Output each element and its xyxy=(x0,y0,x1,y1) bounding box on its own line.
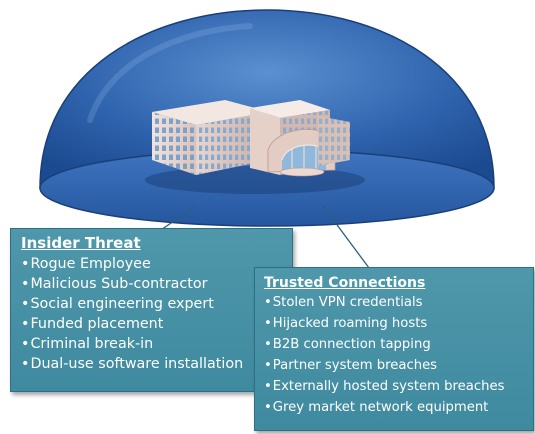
list-item: •Criminal break-in xyxy=(21,336,154,352)
office-building-icon xyxy=(152,100,350,177)
list-item: •Grey market network equipment xyxy=(264,400,489,415)
list-item: •B2B connection tapping xyxy=(264,337,431,352)
list-item: •Rogue Employee xyxy=(21,256,151,272)
connector-trusted xyxy=(322,205,373,273)
list-item: •Externally hosted system breaches xyxy=(264,379,505,394)
trusted-connections-panel: Trusted Connections •Stolen VPN credenti… xyxy=(254,267,534,431)
insider-threat-title: Insider Threat xyxy=(21,234,141,252)
list-item: •Hijacked roaming hosts xyxy=(264,316,428,331)
list-item: •Dual-use software installation xyxy=(21,356,244,372)
insider-threat-panel: Insider Threat •Rogue Employee •Maliciou… xyxy=(10,228,293,392)
list-item: •Funded placement xyxy=(21,316,164,332)
list-item: •Malicious Sub-contractor xyxy=(21,276,208,292)
trusted-connections-list: •Stolen VPN credentials •Hijacked roamin… xyxy=(264,292,527,418)
trusted-connections-title: Trusted Connections xyxy=(264,275,426,291)
list-item: •Partner system breaches xyxy=(264,358,438,373)
list-item: •Stolen VPN credentials xyxy=(264,295,423,310)
insider-threat-list: •Rogue Employee •Malicious Sub-contracto… xyxy=(21,254,286,374)
list-item: •Social engineering expert xyxy=(21,296,214,312)
